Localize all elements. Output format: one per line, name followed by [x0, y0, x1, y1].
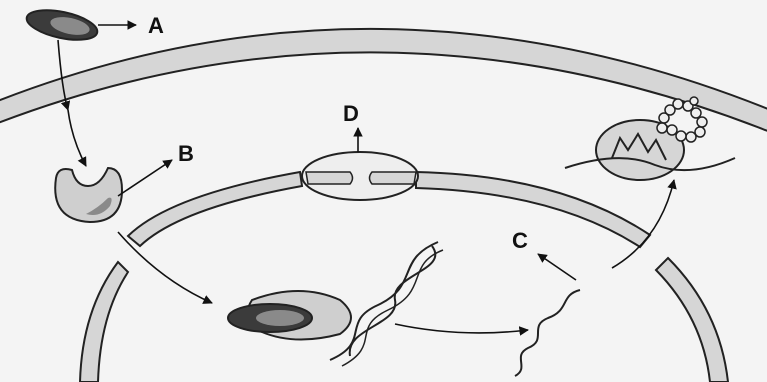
nuclear-envelope — [80, 172, 728, 382]
label-d: D — [343, 101, 359, 126]
mrna-strand — [515, 290, 580, 376]
ribosome — [565, 120, 735, 180]
receptor — [55, 168, 122, 222]
hormone-molecule — [24, 5, 100, 45]
label-a: A — [148, 13, 164, 38]
label-b: B — [178, 141, 194, 166]
label-c: C — [512, 228, 528, 253]
dna-helix — [330, 242, 443, 366]
nuclear-pore — [302, 152, 418, 200]
hormone-receptor-complex — [228, 291, 351, 340]
